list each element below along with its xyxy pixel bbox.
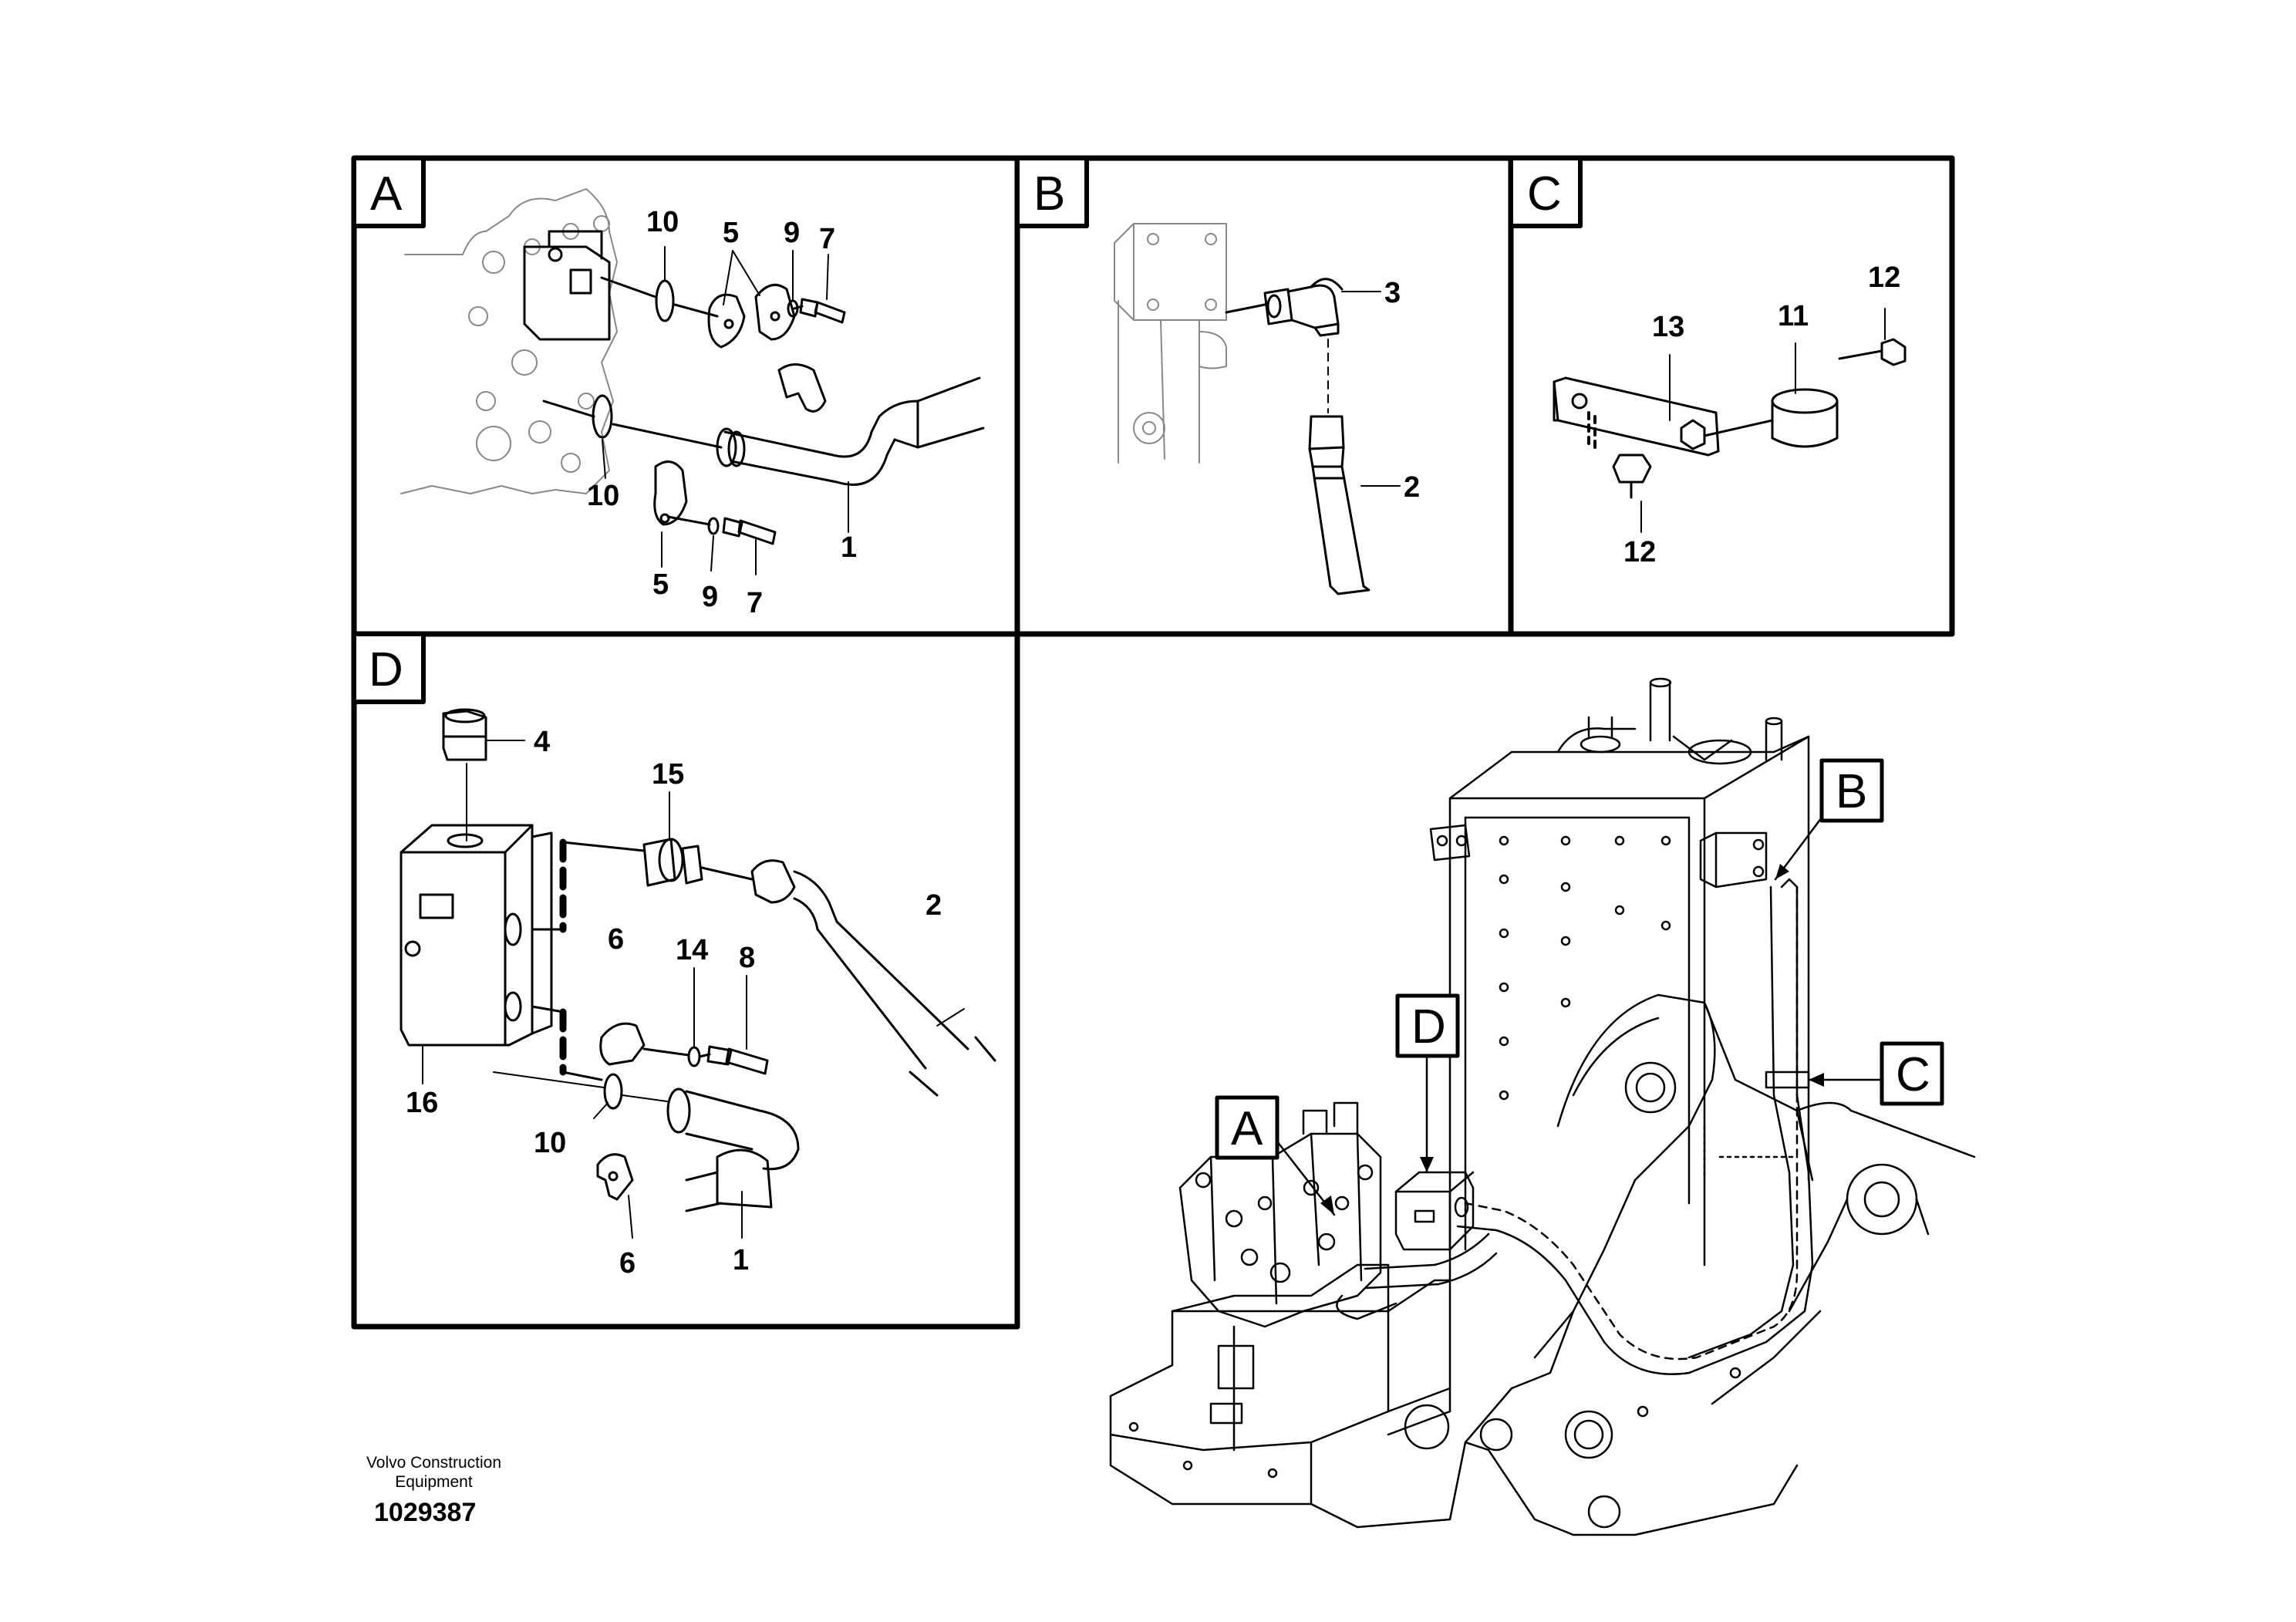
panel-b-drawing xyxy=(1114,223,1371,595)
part-number: 6 xyxy=(619,1247,636,1280)
part-number: 7 xyxy=(747,587,763,619)
section-label-boxes xyxy=(352,156,1583,704)
section-label-a: A xyxy=(370,167,403,221)
panel-a-part-numbers: 10 5 9 7 10 1 5 9 7 xyxy=(587,206,857,619)
part-number: 6 xyxy=(608,923,624,956)
part-number: 11 xyxy=(1778,300,1809,332)
part-number: 1 xyxy=(733,1244,749,1276)
part-number: 16 xyxy=(406,1087,438,1119)
part-number: 12 xyxy=(1868,261,1900,294)
panel-b-leaders xyxy=(1341,291,1401,487)
part-number: 9 xyxy=(702,581,718,613)
part-number: 8 xyxy=(739,942,755,974)
panel-a-leaders xyxy=(602,246,849,575)
panel-c-drawing xyxy=(1553,338,1907,499)
callout-c: C xyxy=(1896,1048,1930,1101)
part-number: 12 xyxy=(1623,536,1656,568)
part-number: 9 xyxy=(784,217,800,249)
overview-callouts: A D B C xyxy=(1231,765,1930,1155)
part-number: 2 xyxy=(925,889,942,922)
callout-d: D xyxy=(1411,1000,1446,1054)
brand-caption: Volvo Construction Equipment xyxy=(343,1453,524,1492)
panel-b-part-numbers: 3 2 xyxy=(1384,277,1420,504)
part-number: 10 xyxy=(646,206,679,238)
panel-frames xyxy=(351,155,1955,1330)
part-number: 10 xyxy=(534,1127,566,1159)
overview-machine xyxy=(1109,677,1976,1536)
panel-c-part-numbers: 13 11 12 12 xyxy=(1623,261,1900,568)
callout-b: B xyxy=(1836,765,1867,818)
document-number: 1029387 xyxy=(374,1498,477,1527)
part-number: 14 xyxy=(676,934,708,966)
part-number: 2 xyxy=(1404,471,1420,504)
overview-callout-arrows xyxy=(1320,864,1824,1215)
part-number: 5 xyxy=(652,568,669,601)
panel-a-drawing xyxy=(400,188,985,545)
panel-d-drawing xyxy=(400,708,996,1212)
section-labels: A B C D xyxy=(369,167,1562,696)
part-number: 1 xyxy=(841,531,857,564)
section-label-c: C xyxy=(1527,167,1562,221)
section-label-d: D xyxy=(369,643,403,696)
part-number: 10 xyxy=(587,480,619,512)
overview-callout-leaders xyxy=(1276,816,1883,1216)
part-number: 4 xyxy=(534,726,550,758)
callout-a: A xyxy=(1231,1102,1263,1155)
brand-line-2: Equipment xyxy=(395,1473,473,1491)
part-number: 7 xyxy=(819,223,835,255)
part-number: 13 xyxy=(1652,311,1684,343)
part-number: 3 xyxy=(1384,277,1401,309)
panel-d-part-numbers: 4 15 2 6 14 8 16 10 6 1 xyxy=(406,726,942,1280)
overview-callout-boxes xyxy=(1215,758,1944,1160)
part-number: 5 xyxy=(723,217,739,249)
section-label-b: B xyxy=(1033,167,1065,221)
brand-line-1: Volvo Construction xyxy=(366,1454,502,1472)
part-number: 15 xyxy=(652,758,684,791)
panel-d-leaders xyxy=(422,740,747,1239)
panel-c-leaders xyxy=(1640,308,1886,533)
